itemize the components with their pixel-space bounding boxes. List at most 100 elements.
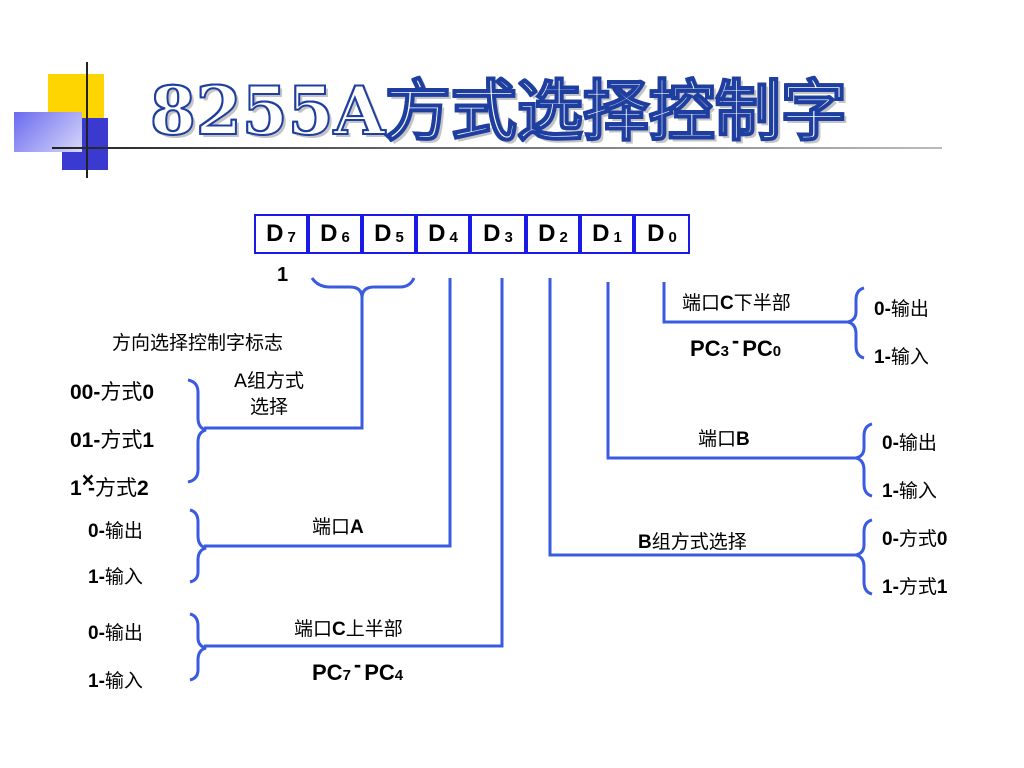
option-code: 00- — [70, 381, 101, 404]
line-group-b-mode — [548, 278, 860, 557]
port-label-suffix: 下半部 — [733, 292, 791, 314]
port-label-suffix: 上半部 — [345, 618, 403, 640]
option-code: 1 — [70, 477, 82, 500]
bracket-d6-d5 — [310, 277, 416, 299]
brace-group-a-mode — [187, 378, 207, 484]
port-label-prefix: 端口 — [698, 428, 737, 450]
option-text: 方式 — [100, 380, 143, 404]
brace-port-c-lower — [847, 286, 865, 360]
port-c-upper-option-0: 0-输出 — [88, 618, 143, 645]
option-code: 0- — [882, 529, 899, 550]
option-value: 1 — [936, 577, 948, 598]
range-end-sub: 0 — [772, 343, 782, 360]
bit-name: D — [483, 220, 501, 247]
deco-blue-gradient-square — [14, 112, 82, 152]
group-b-option-1: 1-方式1 — [882, 572, 948, 599]
page-title: 8255A方式选择控制字 — [149, 71, 848, 151]
port-b-option-1: 1-输入 — [882, 476, 937, 503]
port-label-prefix: 端口 — [682, 292, 721, 314]
group-a-option-2: 1×-方式2 — [70, 469, 149, 502]
option-code: 0- — [88, 623, 105, 644]
range-start: PC — [312, 660, 343, 685]
option-text: 方式 — [898, 576, 937, 598]
d7-value: 1 — [277, 264, 289, 286]
port-label-letter: A — [350, 517, 364, 538]
bit-sub: 4 — [449, 228, 458, 246]
brace-group-b-mode — [855, 518, 873, 596]
brace-port-c-upper — [189, 612, 207, 682]
bit-sub: 0 — [668, 228, 677, 246]
option-text: 输入 — [890, 346, 929, 368]
option-code: 01- — [70, 429, 101, 452]
option-text: 输入 — [104, 566, 143, 588]
line-port-c-lower — [662, 282, 850, 324]
port-c-upper-range: PC7-PC4 — [312, 652, 403, 686]
option-code: 0- — [882, 433, 899, 454]
option-text: 输入 — [898, 480, 937, 502]
port-a-label: 端口A — [312, 512, 364, 539]
option-code: 1- — [874, 347, 891, 368]
d7-description: 方向选择控制字标志 — [112, 332, 284, 354]
bit-name: D — [428, 220, 446, 247]
bit-sub: 2 — [559, 228, 568, 246]
bit-name: D — [592, 220, 610, 247]
port-b-label: 端口B — [698, 424, 750, 451]
option-text: 输入 — [104, 670, 143, 692]
option-code: 1- — [88, 671, 105, 692]
group-a-mode-label-line1: A组方式 — [234, 370, 304, 392]
option-value: 0 — [142, 381, 155, 404]
deco-vertical-line — [86, 62, 88, 178]
port-c-lower-label: 端口C下半部 — [682, 288, 791, 315]
range-sep: - — [731, 328, 740, 353]
option-value: 1 — [142, 429, 155, 452]
port-label-letter: C — [720, 293, 734, 314]
port-label-prefix: 端口 — [294, 618, 333, 640]
bit-sub: 7 — [287, 228, 296, 246]
option-code: 0- — [874, 299, 891, 320]
range-sep: - — [353, 652, 362, 677]
range-start-sub: 3 — [720, 343, 729, 360]
option-code: 1- — [88, 567, 105, 588]
bit-name: D — [538, 220, 556, 247]
option-text: 方式 — [898, 528, 937, 550]
option-code: 1- — [882, 481, 899, 502]
line-port-a — [204, 278, 452, 548]
bit-name: D — [266, 220, 284, 247]
brace-port-a — [189, 508, 207, 584]
group-b-label-prefix: B — [638, 532, 652, 553]
bit-sub: 1 — [613, 228, 622, 246]
port-c-lower-range: PC3-PC0 — [690, 328, 782, 362]
port-c-lower-option-1: 1-输入 — [874, 342, 929, 369]
port-label-letter: B — [736, 429, 750, 450]
bit-sub: 6 — [341, 228, 350, 246]
line-port-c-upper — [204, 278, 504, 648]
group-a-option-0: 00-方式0 — [70, 376, 154, 406]
group-a-mode-label: A组方式 选择 — [234, 368, 304, 420]
group-a-mode-label-line2: 选择 — [249, 396, 288, 418]
port-a-option-0: 0-输出 — [88, 516, 143, 543]
bit-name: D — [320, 220, 338, 247]
option-text: 输出 — [898, 432, 937, 454]
range-start-sub: 7 — [342, 667, 351, 684]
line-group-a-mode — [204, 298, 364, 430]
group-b-label-suffix: 组方式选择 — [651, 531, 747, 553]
port-label-prefix: 端口 — [312, 516, 351, 538]
port-a-option-1: 1-输入 — [88, 562, 143, 589]
option-text: 方式 — [94, 476, 137, 500]
option-code: 0- — [88, 521, 105, 542]
option-text: 输出 — [104, 622, 143, 644]
port-b-option-0: 0-输出 — [882, 428, 937, 455]
port-label-letter: C — [332, 619, 346, 640]
deco-horizontal-line — [52, 147, 942, 149]
port-c-lower-option-0: 0-输出 — [874, 294, 929, 321]
group-b-mode-label: B组方式选择 — [638, 527, 747, 554]
range-end: PC — [742, 336, 773, 361]
